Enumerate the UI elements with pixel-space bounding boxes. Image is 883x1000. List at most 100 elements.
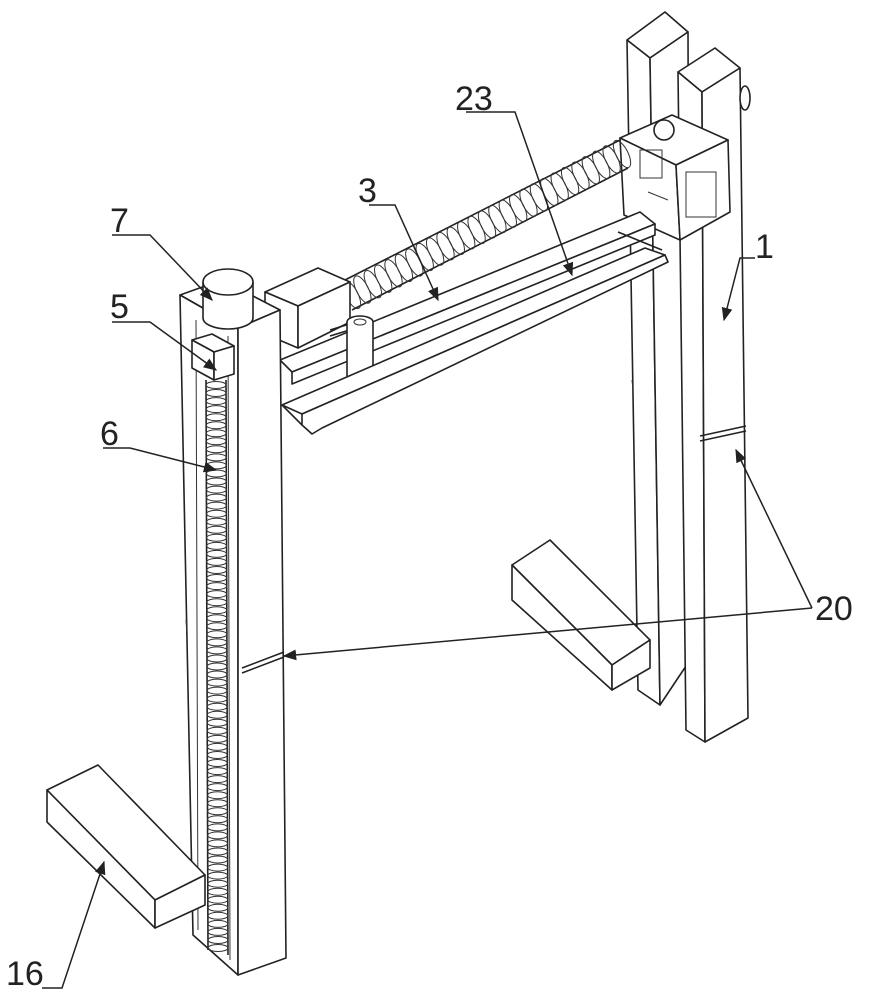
vscrew-thread-ring [207,871,229,880]
vscrew-thread-ring [206,759,228,767]
vscrew-thread-ring [207,863,229,872]
leader-20b [282,607,813,661]
label-23: 23 [455,80,493,118]
leader-3 [369,204,439,302]
vscrew-thread-ring [206,734,228,743]
leader-16 [42,860,106,989]
vscrew-thread-ring [206,590,228,599]
vscrew-thread-ring [206,726,228,735]
screw-thread-ring [540,177,559,207]
vscrew-thread-ring [206,767,228,776]
screw-thread-ring [446,226,465,255]
vscrew-thread-ring [206,638,228,647]
vscrew-thread-ring [206,662,228,671]
leader-1 [721,257,755,322]
vscrew-thread-ring [205,493,227,502]
vscrew-thread-ring [206,517,227,526]
vscrew-thread-ring [206,557,228,566]
screw-thread-ring [353,275,372,304]
vscrew-thread-ring [205,397,227,406]
vscrew-thread-ring [207,847,229,856]
vscrew-thread-ring [207,831,229,840]
screw-thread-ring [498,199,517,228]
vscrew-thread-ring [206,654,228,663]
vscrew-thread-ring [205,389,227,397]
vscrew-thread-ring [206,670,228,679]
vscrew-thread-ring [207,911,229,920]
vscrew-thread-ring [206,694,228,703]
screw-thread-ring [384,259,403,288]
vscrew-thread-ring [205,421,227,430]
screw-thread-ring [394,253,414,283]
vscrew-thread-ring [205,477,227,486]
screw-thread-ring [363,270,382,299]
label-5: 5 [110,288,129,326]
vscrew-thread-ring [206,549,228,558]
leader-20a [735,448,813,609]
vscrew-thread-ring [206,630,228,639]
vscrew-thread-ring [207,879,229,888]
leader-6 [103,447,218,473]
vscrew-thread-ring [207,807,228,816]
screw-thread-ring [571,161,590,190]
vertical-lead-screw [205,379,229,956]
left-top-motor [202,268,254,330]
label-3: 3 [358,172,377,210]
vscrew-thread-ring [206,525,227,534]
vscrew-thread-ring [205,429,227,438]
vscrew-thread-ring [207,839,229,848]
vscrew-thread-ring [205,413,227,422]
screw-thread-ring [467,215,486,245]
vscrew-thread-ring [205,445,227,454]
vscrew-thread-ring [206,710,228,719]
vscrew-thread-ring [206,646,228,655]
right-base-foot [511,539,651,691]
vscrew-thread-ring [207,936,229,944]
label-16: 16 [6,955,44,993]
vscrew-thread-ring [206,783,228,792]
vscrew-thread-ring [206,509,227,518]
vscrew-thread-ring [206,541,228,550]
vscrew-thread-ring [207,887,229,896]
vscrew-thread-ring [206,718,228,727]
screw-thread-ring [374,264,393,293]
vscrew-thread-ring [206,614,228,623]
vscrew-thread-ring [207,895,229,904]
screw-thread-ring [509,194,528,223]
label-6: 6 [100,415,119,453]
vscrew-thread-ring [207,927,229,936]
vscrew-thread-ring [205,437,227,446]
screw-thread-ring [436,232,455,261]
screw-thread-ring [519,188,538,217]
vscrew-thread-ring [206,582,228,591]
screw-thread-ring [425,237,445,266]
vscrew-thread-ring [206,598,228,607]
vscrew-thread-ring [205,405,227,414]
horizontal-lead-screw [342,139,632,311]
vscrew-thread-ring [206,702,228,711]
leader-23 [466,111,574,277]
leader-7 [112,234,213,301]
screw-thread-ring [612,139,632,169]
screw-thread-ring [550,172,569,201]
vscrew-thread-ring [207,903,229,912]
vscrew-thread-ring [206,566,228,574]
vscrew-thread-ring [206,751,228,759]
leader-lines [42,111,813,989]
screw-thread-ring [477,210,497,239]
vscrew-thread-ring [206,606,228,615]
vscrew-thread-ring [206,533,227,542]
vscrew-thread-ring [206,686,228,695]
right-front-post [677,47,751,743]
vscrew-thread-ring [207,799,228,808]
part-labels: 1 3 23 7 5 6 20 16 [6,80,853,993]
screw-thread-ring [488,204,507,234]
vscrew-thread-ring [206,574,228,582]
vscrew-thread-ring [206,742,228,751]
vscrew-thread-ring [205,485,227,494]
vscrew-thread-ring [207,815,228,824]
label-7: 7 [110,202,129,240]
vscrew-thread-ring [205,381,227,389]
leader-5 [112,321,218,371]
